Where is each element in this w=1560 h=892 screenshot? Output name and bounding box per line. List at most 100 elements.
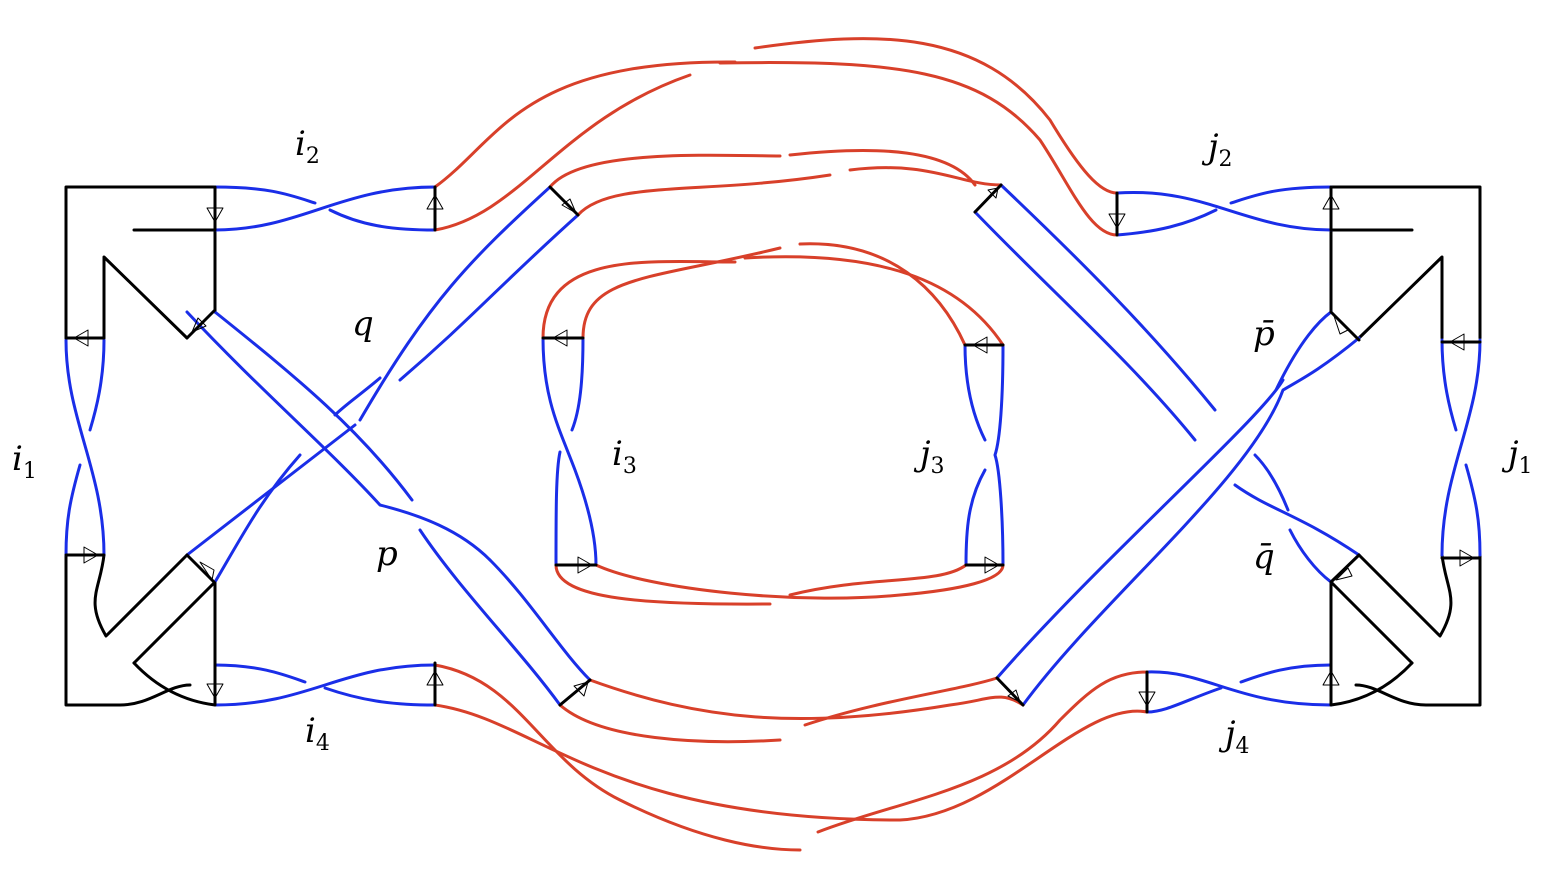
j4-strand-a [1239,663,1333,684]
arrow-left-lower-diag [185,553,217,585]
arrow-j3-top [963,336,1005,354]
inner-top-arc-c [581,246,782,340]
top-mid-arc-d [848,166,1003,187]
left-inner-frame [102,255,189,340]
pbar-band-b [999,183,1217,412]
bot-outer-arc-b [433,703,1149,822]
right-outer-frame [1329,185,1482,340]
i1-strand-c [64,463,82,557]
arrow-j2-right [1322,185,1340,232]
arrow-j1-top [1440,333,1482,351]
label-i3: i3 [612,434,637,479]
inner-bot-arc-a [554,563,772,606]
j1-strand-c [1464,463,1482,557]
pbar-band-a [973,210,1197,442]
j4-strand-b [1145,670,1333,707]
q-band-down-b [213,453,302,584]
bot-mid-arc-c [803,676,999,727]
arrow-i4-right [426,661,444,707]
arrow-markers [64,183,1482,714]
i1-strand-b [88,338,106,432]
left-lower-twist [132,661,217,707]
top-outer-arc-b [753,37,1119,195]
inner-top-arc-b [743,255,1005,347]
arrow-i2-right [426,185,444,232]
right-inner-frame [1357,255,1444,340]
label-j3: j3 [913,434,945,479]
arrow-pbar-top [973,183,1003,214]
label-p: p [376,534,398,574]
arrow-i2-left [206,185,224,232]
j2-strand-a [1229,185,1333,205]
j4-strand-c [1145,686,1223,714]
label-i4: i4 [305,711,330,756]
j1-strand-b [1440,338,1458,432]
i2-strand-c [328,208,437,232]
arrow-right-lower-diag [1329,553,1361,584]
pbar-band-e [1021,336,1361,707]
right-lower-twist [1329,661,1414,707]
p-band-lower-c [488,558,592,682]
arrow-j4-right [1322,661,1340,707]
i3-strand-c [554,450,562,567]
right-lower-inner [1357,553,1453,638]
bot-mid-arc-b [588,678,1025,721]
arrow-i3-bottom [554,556,598,574]
arrow-j3-bottom [964,556,1005,574]
pbar-band-c [995,378,1285,680]
arrow-i3-top [541,329,585,347]
j3-strand-b [963,343,987,442]
label-i2: i2 [295,124,320,169]
q-band-upper [358,185,552,422]
i4-strand-a [213,663,307,684]
bot-mid-arc-a [558,703,782,744]
black-band-frame [64,185,1482,707]
labels: i1 i2 i3 i4 j1 j2 j3 j4 q p p̄ q̄ [12,124,1533,759]
label-j2: j2 [1201,127,1233,172]
arrow-i4-left [206,661,224,707]
p-band-lower-b [418,528,562,707]
label-j1: j1 [1501,434,1533,479]
top-outer-arc-a [433,60,737,189]
p-band-lower [213,310,414,502]
arrow-left-upper-diag [185,308,217,340]
arrow-j2-left [1108,191,1126,237]
arrow-j1-bottom [1440,549,1482,567]
qbar-band-b [1253,453,1290,512]
left-outer-frame [64,185,217,340]
arrow-i1-bottom [64,546,106,564]
qbar-band-a [1233,483,1361,557]
arrow-q-top [548,185,580,217]
j3-strand-c [964,468,987,567]
i2-strand-b [213,185,437,232]
arrow-p-bottom [558,678,592,707]
blue-strands [64,183,1482,714]
j3-strand-a [993,343,1005,567]
j1-strand-a [1440,338,1482,557]
inner-bot-arc-c [788,563,968,597]
inner-top-arc-d [798,242,967,347]
red-strands [433,37,1149,852]
q-band-cross [333,376,382,417]
pbar-band-d [1274,310,1333,392]
label-qbar: q̄ [1253,537,1275,577]
left-lower-frame [64,553,192,707]
i4-strand-c [323,686,437,707]
inner-bot-arc-b [594,563,1005,600]
label-pbar: p̄ [1253,314,1275,354]
left-lower-inner [93,553,189,638]
q-band-lower [398,213,580,382]
label-q: q [352,304,374,344]
arrow-right-upper-diag [1329,310,1361,342]
arrow-i1-top [64,329,106,347]
top-mid-arc-c [576,173,832,217]
i3-strand-a [541,336,598,567]
right-lower-frame [1354,553,1482,707]
bot-outer-arc-c [816,670,1149,834]
p-band-upper [185,310,492,562]
label-i1: i1 [12,439,37,484]
arrow-pbar-bottom [995,676,1025,707]
label-j4: j4 [1218,714,1250,759]
qbar-band-c [1288,528,1333,584]
